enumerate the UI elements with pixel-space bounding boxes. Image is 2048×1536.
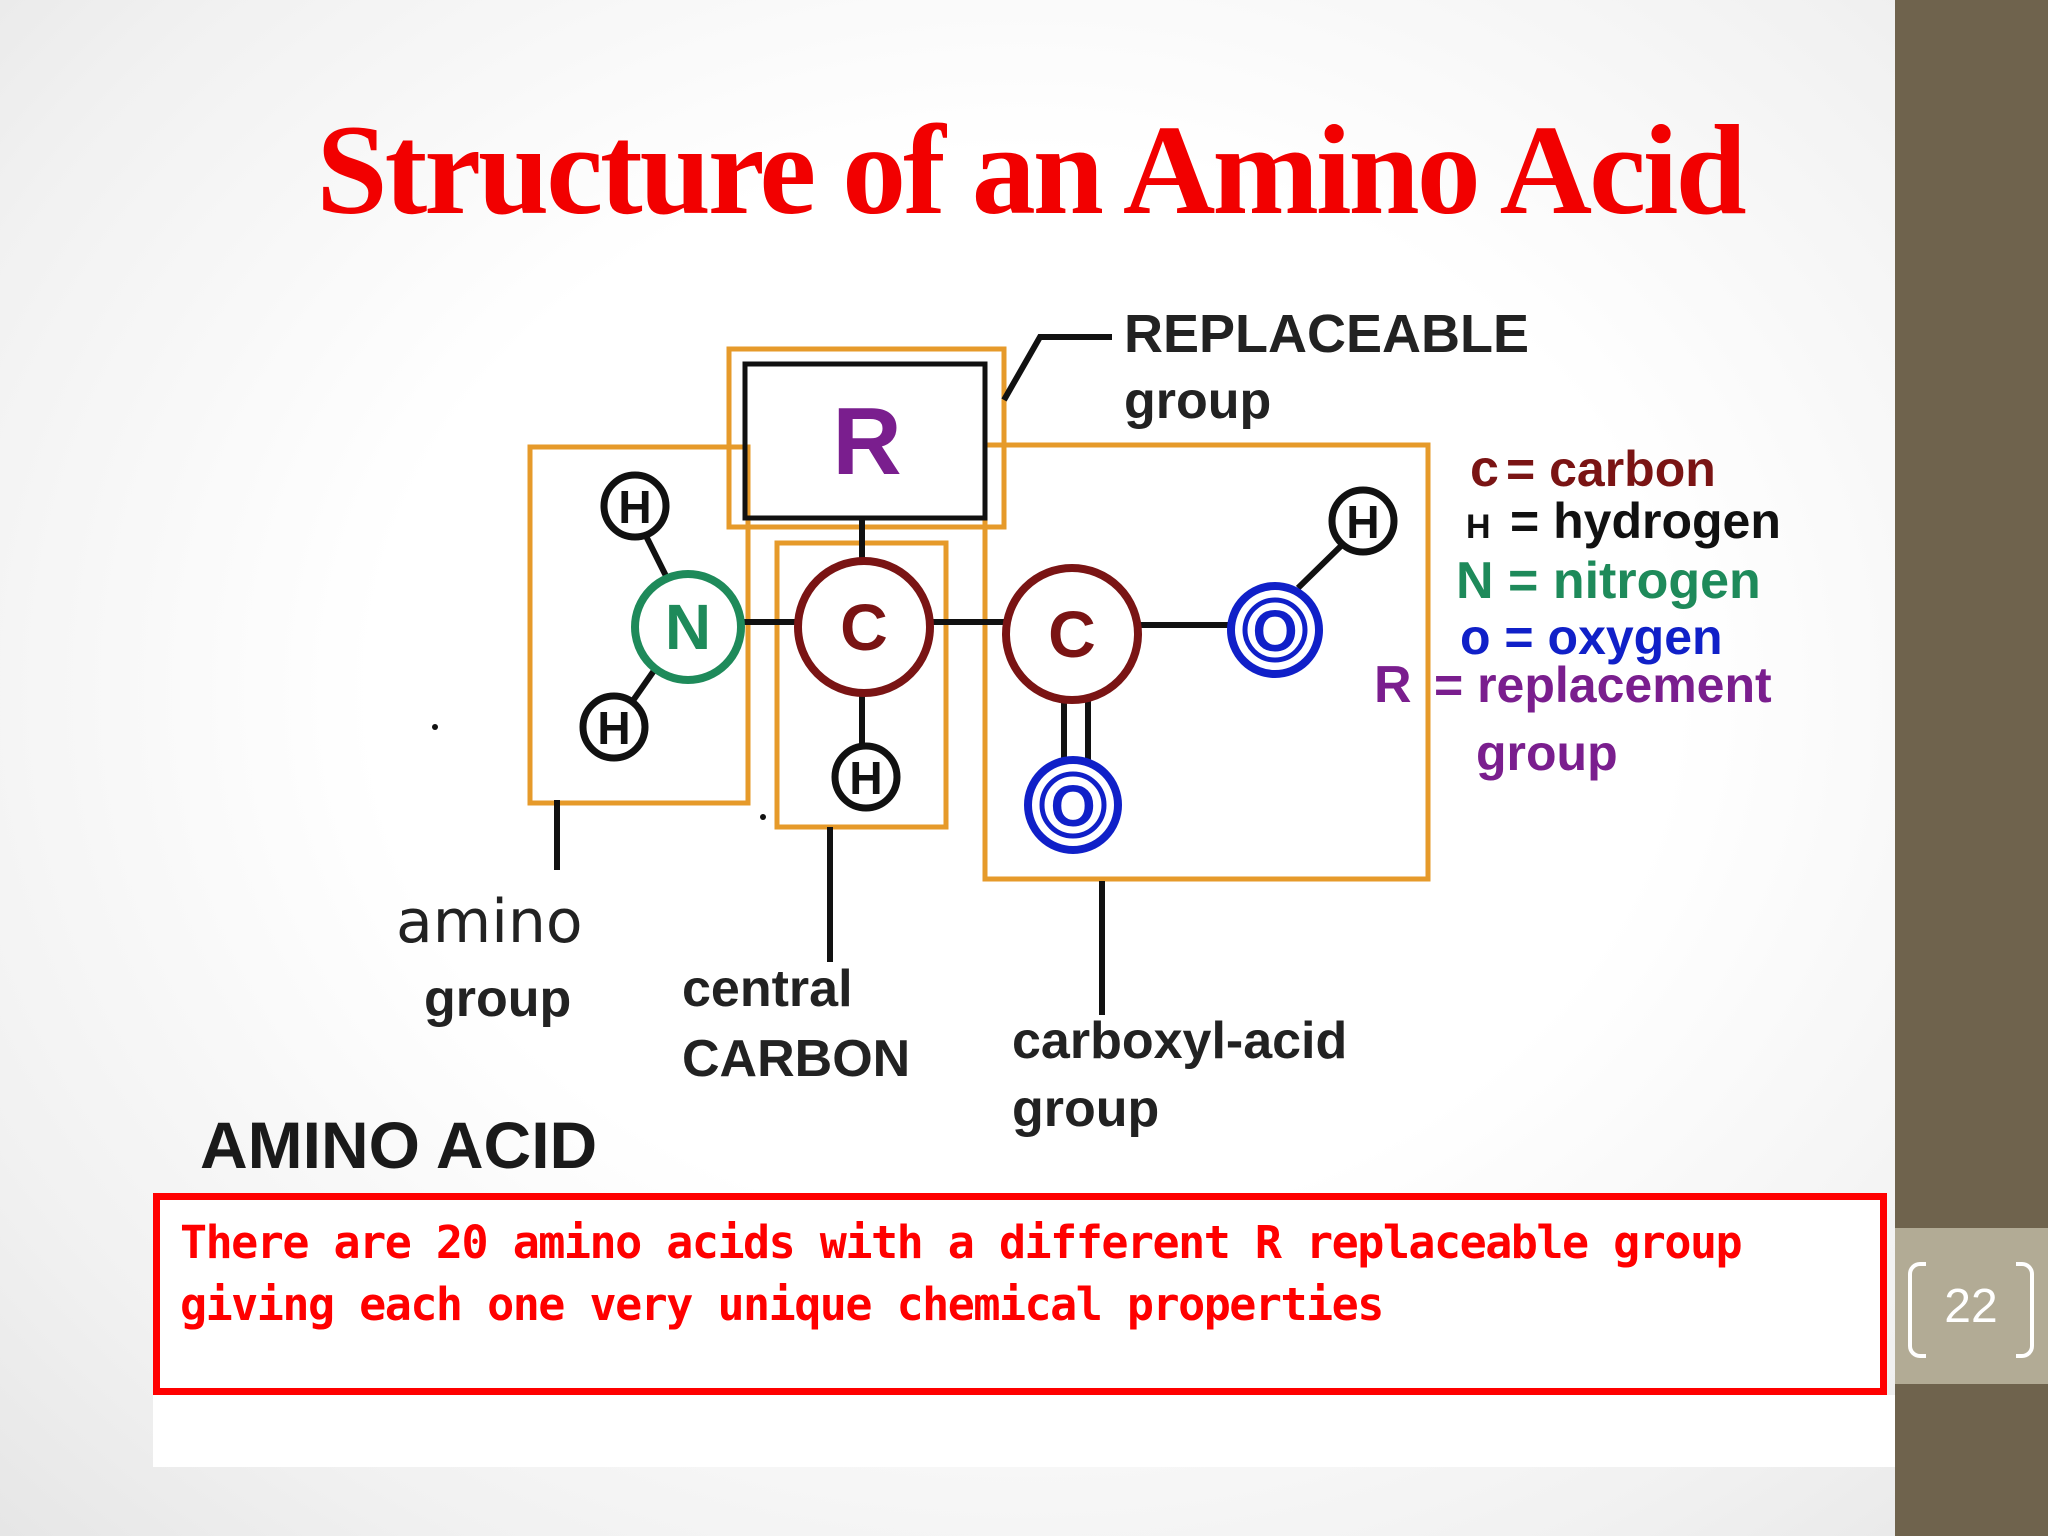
svg-text:H: H [849, 752, 882, 804]
note-line-2: giving each one very unique chemical pro… [180, 1278, 1384, 1331]
svg-text:C: C [840, 590, 888, 664]
legend-carbon-symbol: c [1470, 440, 1499, 498]
hydrogen-atom-top-left [600, 471, 670, 541]
central-label-line2: CARBON [682, 1030, 910, 1088]
page-number-tab [1895, 1228, 2048, 1384]
carboxyl-label-line1: carboxyl-acid [1012, 1012, 1347, 1070]
amino-acid-label: AMINO ACID [200, 1108, 597, 1182]
r-group-box [726, 346, 1007, 530]
amino-label-line2: group [424, 970, 571, 1028]
central-carbon-atom [794, 557, 934, 697]
slide-title: Structure of an Amino Acid [316, 99, 1746, 241]
note-line-1: There are 20 amino acids with a differen… [180, 1216, 1743, 1269]
svg-text:O: O [1252, 599, 1297, 664]
carboxyl-group-box [982, 442, 1431, 882]
legend-hydrogen-text: = hydrogen [1510, 493, 1781, 549]
svg-text:H: H [618, 481, 651, 533]
hydrogen-atom-hydroxyl [1328, 486, 1398, 556]
nitrogen-atom [631, 570, 745, 684]
svg-text:C: C [1048, 597, 1096, 671]
svg-text:H: H [1346, 496, 1379, 548]
page-number-bracket-right [2016, 1262, 2034, 1358]
page-number-bracket-left [1908, 1262, 1926, 1358]
hydrogen-atom-central [831, 742, 901, 812]
legend-r-symbol: R [1374, 656, 1412, 714]
svg-text:H: H [597, 702, 630, 754]
legend-hydrogen-symbol: H [1466, 508, 1491, 546]
page-number: 22 [1944, 1279, 1998, 1333]
svg-text:N: N [665, 591, 711, 663]
replaceable-label-line2: group [1124, 372, 1271, 430]
svg-text:O: O [1050, 774, 1095, 839]
note-box: There are 20 amino acids with a differen… [153, 1193, 1887, 1395]
bond-h-n [640, 528, 671, 582]
legend-r-text-line2: group [1476, 725, 1618, 781]
legend-oxygen: o = oxygen [1460, 609, 1723, 665]
amino-label-line1: amino [396, 887, 583, 957]
legend-r-text: = replacement [1434, 657, 1772, 713]
legend-carbon-text: = carbon [1506, 441, 1716, 497]
legend-nitrogen: N = nitrogen [1456, 552, 1761, 610]
slide-bottom-panel [153, 1395, 1895, 1467]
r-atom: R [832, 388, 901, 495]
replaceable-label-line1: REPLACEABLE [1124, 304, 1529, 364]
carboxyl-label-line2: group [1012, 1080, 1159, 1138]
note-text: There are 20 amino acids with a differen… [180, 1212, 1880, 1336]
central-label-line1: central [682, 960, 853, 1018]
hydrogen-atom-bottom-left [579, 692, 649, 762]
carboxyl-carbon-atom [1002, 564, 1142, 704]
bond-o-h [1295, 542, 1345, 591]
stray-dot [760, 814, 766, 820]
replaceable-leader [1001, 334, 1112, 402]
stray-dot [432, 724, 438, 730]
